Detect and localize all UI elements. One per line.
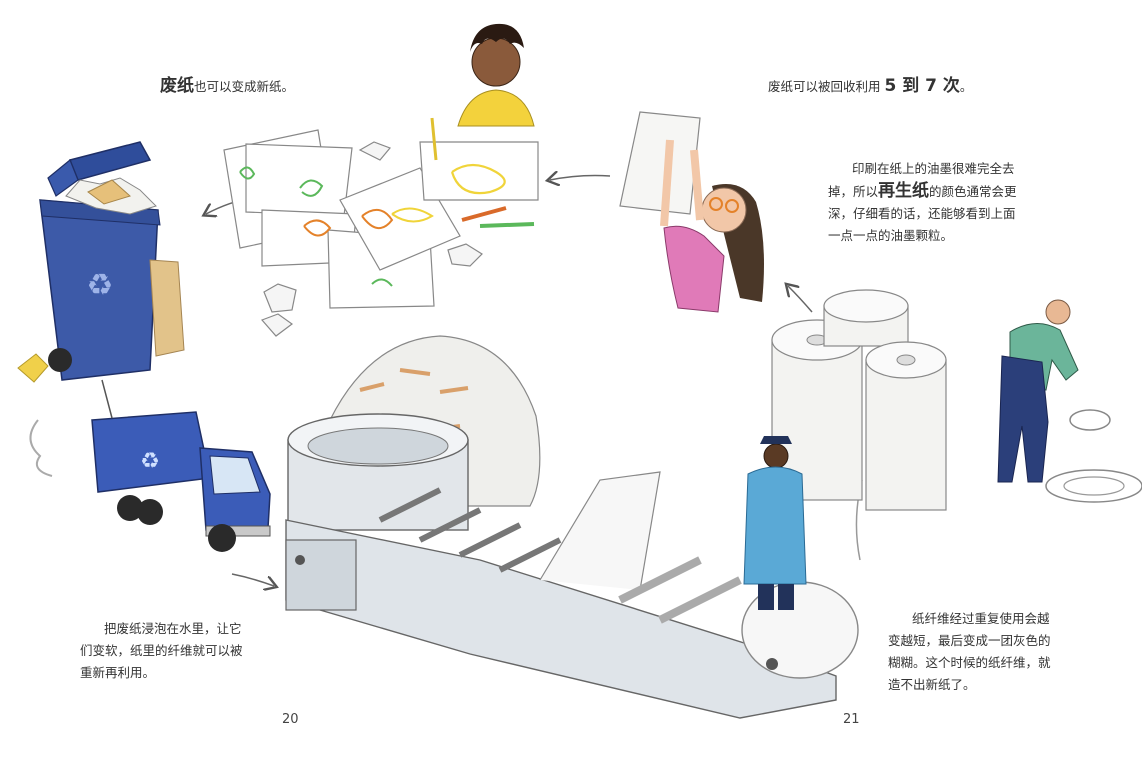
caption-fiber-line-2: 变越短，最后变成一团灰色的 — [888, 633, 1051, 648]
caption-ink-line-2: 掉，所以再生纸的颜色通常会更 — [828, 180, 1068, 203]
scattered-drawings — [223, 129, 539, 337]
arrow-rolls-to-girl — [788, 286, 813, 313]
caption-ink-line-2-pre: 掉，所以 — [828, 184, 879, 199]
garbage-truck-illustration: ♻ — [29, 379, 271, 552]
svg-text:♻: ♻ — [87, 268, 114, 303]
arrow-truck-to-machine — [231, 573, 274, 586]
caption-ink-residue: 印刷在纸上的油墨很难完全去 掉，所以再生纸的颜色通常会更 深，仔细看的话，还能够… — [828, 158, 1068, 247]
page-number-right: 21 — [843, 712, 860, 727]
caption-ink-line-3: 深，仔细看的话，还能够看到上面 — [828, 206, 1016, 221]
caption-ink-line-2-post: 的颜色通常会更 — [929, 184, 1017, 199]
caption-top-right-pre: 废纸可以被回收利用 — [768, 79, 885, 94]
caption-fiber-line-4: 造不出新纸了。 — [888, 677, 976, 692]
boy-drawing-illustration — [430, 23, 535, 161]
caption-top-right-emph: 5 到 7 次 — [884, 76, 960, 96]
caption-ink-line-2-emph: 再生纸 — [878, 181, 930, 201]
caption-ink-line-4: 一点一点的油墨颗粒。 — [828, 228, 954, 243]
caption-fiber-line-3: 糊糊。这个时候的纸纤维，就 — [888, 655, 1051, 670]
caption-soak-line-1: 把废纸浸泡在水里，让它 — [104, 621, 242, 636]
caption-soak-line-3: 重新再利用。 — [80, 665, 156, 680]
technician-illustration — [743, 436, 807, 610]
caption-top-left-emph: 废纸 — [160, 76, 194, 96]
caption-ink-line-1: 印刷在纸上的油墨很难完全去 — [852, 161, 1015, 176]
caption-top-left-rest: 也可以变成新纸。 — [194, 79, 295, 94]
worker-illustration — [997, 299, 1142, 503]
girl-holding-paper-illustration — [619, 111, 764, 313]
caption-top-right: 废纸可以被回收利用 5 到 7 次。 — [768, 75, 972, 98]
recycling-bin-illustration: ♻ — [17, 141, 185, 383]
caption-top-left: 废纸也可以变成新纸。 — [160, 75, 294, 98]
page-number-left: 20 — [282, 712, 299, 727]
caption-soak-line-2: 们变软，纸里的纤维就可以被 — [80, 643, 243, 658]
arrow-girl-to-boy — [550, 176, 611, 181]
caption-fiber-shortening: 纸纤维经过重复使用会越 变越短，最后变成一团灰色的 糊糊。这个时候的纸纤维，就 … — [888, 608, 1078, 696]
caption-fiber-line-1: 纸纤维经过重复使用会越 — [912, 611, 1050, 626]
caption-top-right-post: 。 — [959, 79, 973, 94]
svg-text:♻: ♻ — [140, 449, 160, 474]
caption-soak-paper: 把废纸浸泡在水里，让它 们变软，纸里的纤维就可以被 重新再利用。 — [80, 618, 270, 684]
